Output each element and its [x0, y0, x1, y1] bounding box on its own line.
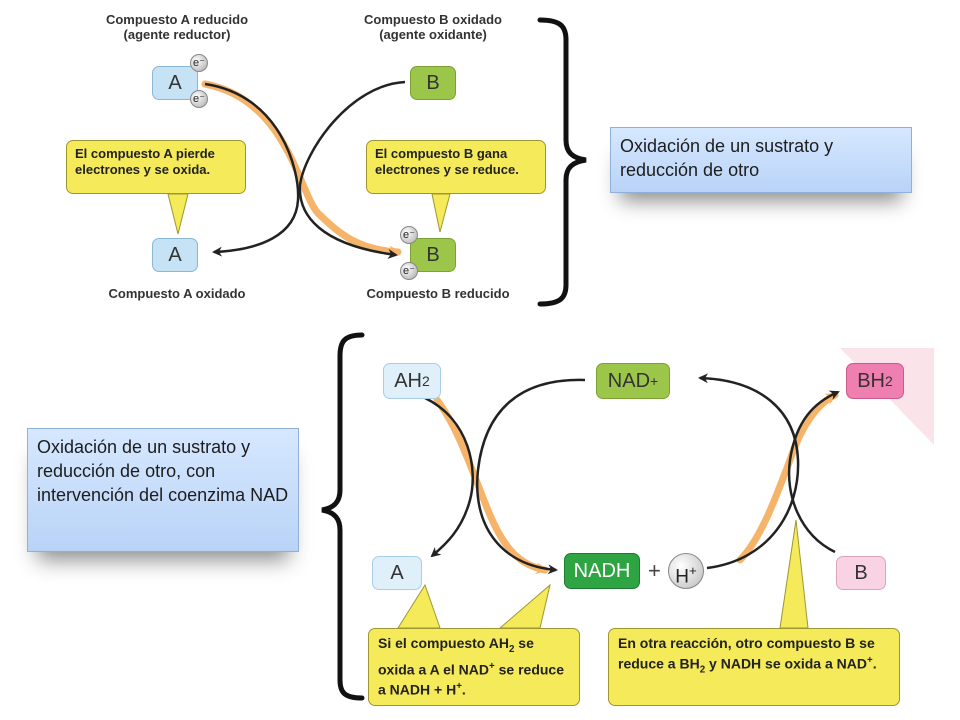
reduction-arrow-top	[298, 80, 406, 259]
box-b: B	[836, 556, 886, 590]
bubble-pointer-left-1	[397, 583, 441, 629]
electron-transfer-arrow-top	[201, 80, 402, 258]
caption-compound-a-oxidized: Compuesto A oxidado	[108, 286, 246, 301]
box-a-oxidized: A	[372, 556, 422, 590]
electron-icon: e⁻	[190, 54, 208, 72]
bubble-compound-b-gains-electrons: El compuesto B gana electrones y se redu…	[366, 140, 546, 194]
bubble-compound-a-loses-electrons: El compuesto A pierde electrones y se ox…	[66, 140, 246, 194]
box-compound-b-oxidized: B	[410, 66, 456, 100]
box-compound-b-reduced: B	[410, 238, 456, 272]
brace-top	[537, 17, 587, 307]
electron-icon: e⁻	[400, 262, 418, 280]
electron-icon: e⁻	[190, 90, 208, 108]
hydrogen-ion: H+	[668, 553, 704, 589]
box-nad-plus: NAD+	[596, 363, 670, 399]
oxidation-arrow-left	[424, 396, 474, 558]
caption-compound-b-oxidized: Compuesto B oxidado (agente oxidante)	[364, 12, 502, 42]
electron-icon: e⁻	[400, 226, 418, 244]
caption-compound-b-reduced: Compuesto B reducido	[366, 286, 510, 301]
brace-bottom	[321, 332, 365, 701]
note-top: Oxidación de un sustrato y reducción de …	[610, 127, 912, 193]
caption-compound-a-reduced: Compuesto A reducido (agente reductor)	[105, 12, 249, 42]
nad-reduction-arrow	[475, 378, 586, 575]
bubble-pointer-left-2	[498, 583, 551, 629]
bubble-pointer-a	[167, 193, 189, 235]
box-nadh: NADH	[564, 553, 640, 589]
bubble-b-reduction: En otra reacción, otro compuesto B se re…	[608, 628, 900, 706]
bubble-pointer-right	[779, 519, 809, 629]
nadh-oxidation-arrow	[698, 373, 800, 570]
note-bottom: Oxidación de un sustrato y reducción de …	[27, 428, 299, 552]
bubble-pointer-b	[431, 193, 451, 233]
plus-sign: +	[648, 558, 661, 583]
oxidation-arrow-top	[204, 82, 300, 257]
bubble-ah2-oxidation: Si el compuesto AH2 se oxida a A el NAD+…	[368, 628, 580, 706]
box-compound-a-oxidized: A	[152, 238, 198, 272]
b-reduction-arrow	[787, 390, 840, 554]
